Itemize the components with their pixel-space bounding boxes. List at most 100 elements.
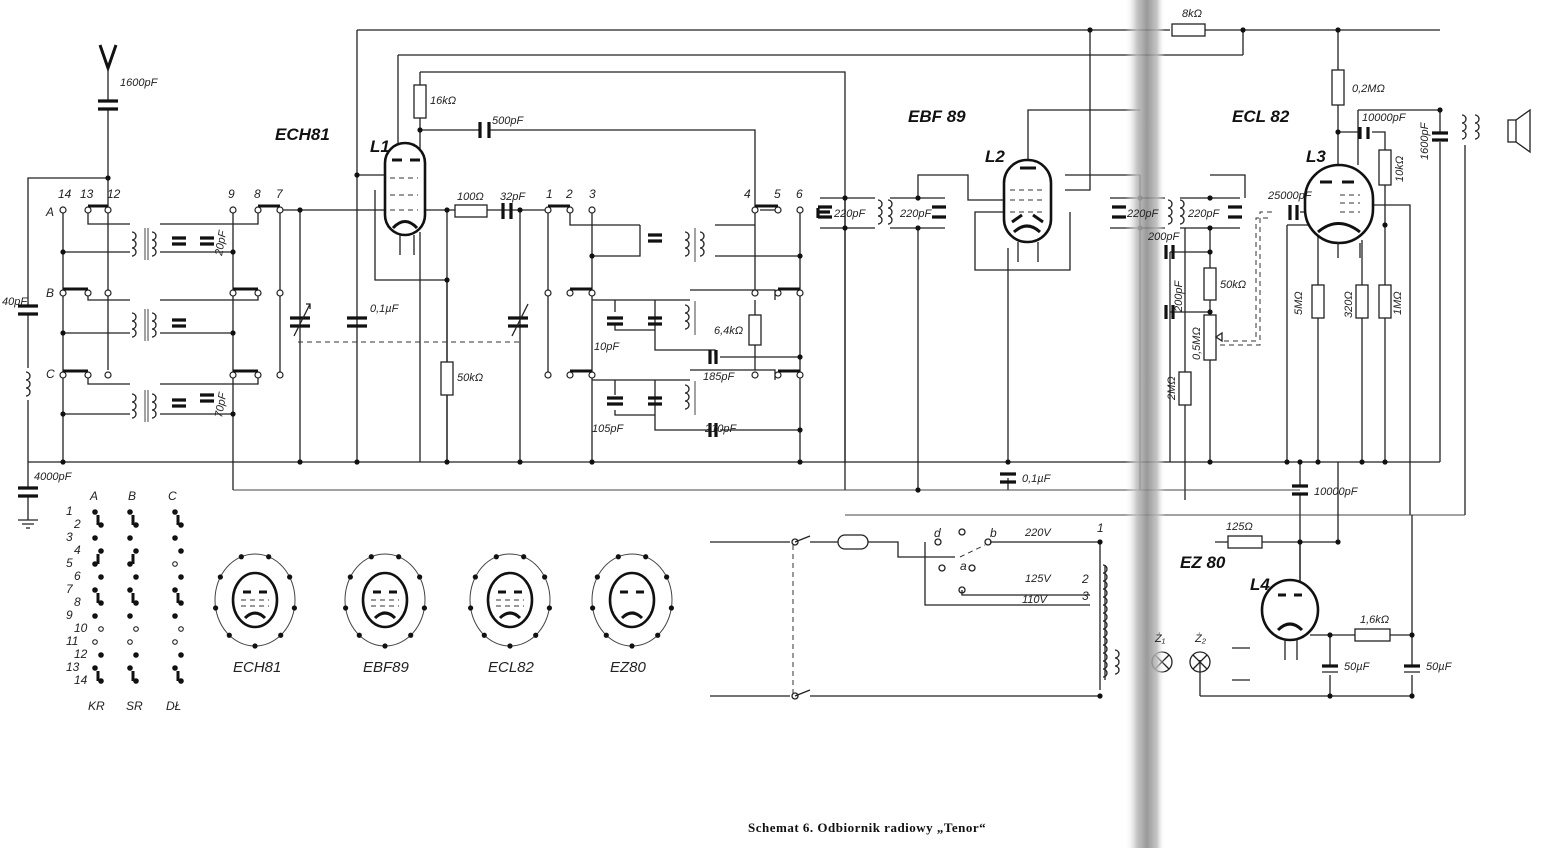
caption: Schemat 6. Odbiornik radiowy „Tenor“ — [748, 820, 986, 835]
coil-icon — [151, 231, 157, 257]
row-number: 5 — [66, 556, 73, 570]
voltage-110: 110V — [1022, 594, 1049, 606]
switch-contact — [774, 206, 782, 214]
contact-dot — [172, 561, 178, 567]
label-c-25000: 25000pF — [1267, 190, 1313, 202]
junction-dot — [589, 253, 595, 259]
contact-dot — [178, 652, 184, 658]
switch-contact — [796, 206, 804, 214]
switch-contact — [84, 371, 92, 379]
junction-dot — [230, 249, 236, 255]
switch-contact — [796, 371, 804, 379]
contact-dot — [92, 613, 98, 619]
coil-icon — [1102, 564, 1108, 678]
tube-ref-l3: L3 — [1306, 147, 1326, 166]
label-r-50k-l1: 50kΩ — [457, 372, 483, 384]
tap-number: 3 — [1082, 589, 1089, 603]
contact-dot — [127, 587, 133, 593]
label-c-500: 500pF — [492, 115, 524, 127]
resistor-125 — [1227, 535, 1263, 549]
junction-dot — [1005, 459, 1011, 465]
label-r-1m: 1MΩ — [1392, 291, 1404, 315]
junction-dot — [1327, 632, 1333, 638]
coil-icon — [887, 199, 893, 225]
coil-icon — [877, 199, 883, 225]
row-number: 6 — [74, 569, 81, 583]
row-number: 13 — [66, 660, 80, 674]
junction-dot — [60, 459, 66, 465]
contact-dot — [133, 574, 139, 580]
switch-contact — [588, 206, 596, 214]
switch-contact — [588, 371, 596, 379]
voltage-220: 220V — [1024, 527, 1052, 539]
junction-dot — [1087, 27, 1093, 33]
contact-dot — [127, 613, 133, 619]
junction-dot — [1382, 222, 1388, 228]
contact-dot — [172, 639, 178, 645]
coil-icon — [151, 393, 157, 419]
contact-dot — [133, 548, 139, 554]
switch-contact — [254, 206, 262, 214]
pin-label: 8 — [254, 187, 261, 201]
row-number: 2 — [73, 517, 81, 531]
label-c-10000a: 10000pF — [1362, 112, 1407, 124]
column-header: B — [128, 489, 136, 503]
label-pot-05: 0,5MΩ — [1191, 327, 1203, 360]
tube-type-l3: ECL 82 — [1232, 107, 1290, 126]
row-number: 1 — [66, 504, 73, 518]
label-c-40: 40pF — [2, 296, 28, 308]
label-c-220d: 220pF — [1187, 208, 1220, 220]
tube-base-ez80: EZ80 — [590, 553, 674, 676]
pin-label: 9 — [228, 187, 235, 201]
band-label: A — [45, 205, 54, 219]
switch-contact — [276, 206, 284, 214]
switch-contact — [229, 289, 237, 297]
label-c-50b: 50µF — [1426, 661, 1453, 673]
junction-dot — [60, 330, 66, 336]
junction-dot — [1207, 459, 1213, 465]
contact-dot — [127, 509, 133, 515]
junction-dot — [1335, 129, 1341, 135]
label-r-02m: 0,2MΩ — [1352, 83, 1385, 95]
band-switch-contacts — [59, 204, 804, 379]
row-number: 11 — [66, 634, 78, 648]
switch-contact — [566, 371, 574, 379]
junction-dot — [1097, 693, 1103, 699]
label-c-220b: 220pF — [899, 208, 932, 220]
tube-base-label: EBF89 — [363, 659, 410, 676]
junction-dot — [797, 354, 803, 360]
junction-dot — [230, 411, 236, 417]
pin-label: 3 — [589, 187, 596, 201]
switch-contact — [751, 371, 759, 379]
resistor-10k — [1378, 149, 1392, 186]
switch-contact — [774, 289, 782, 297]
switch-contact — [276, 371, 284, 379]
junction-dot — [297, 207, 303, 213]
tap-number: 1 — [1097, 521, 1104, 535]
coil-icon — [25, 371, 31, 397]
coil-icon — [151, 312, 157, 338]
contact-dot — [92, 587, 98, 593]
contact-dot — [127, 639, 133, 645]
antenna-icon — [98, 44, 118, 73]
junction-dot — [1382, 459, 1388, 465]
tap-label: b — [990, 526, 997, 540]
contact-dot — [98, 574, 104, 580]
ground-icon — [18, 519, 38, 529]
label-r-16k: 16kΩ — [430, 95, 456, 107]
junction-dot — [230, 330, 236, 336]
tube-base-label: ECL82 — [488, 659, 535, 676]
pin-label: 1 — [546, 187, 553, 201]
switch-contact — [104, 371, 112, 379]
tap-label: a — [960, 559, 967, 573]
page-fold — [1125, 0, 1165, 848]
resistor-320 — [1355, 284, 1369, 319]
coil-icon — [1179, 199, 1185, 225]
junction-dot — [1297, 459, 1303, 465]
switch-contact — [796, 289, 804, 297]
row-number: 8 — [74, 595, 81, 609]
switch-contact — [229, 206, 237, 214]
junction-dot — [1207, 225, 1213, 231]
junction-dot — [1207, 249, 1213, 255]
